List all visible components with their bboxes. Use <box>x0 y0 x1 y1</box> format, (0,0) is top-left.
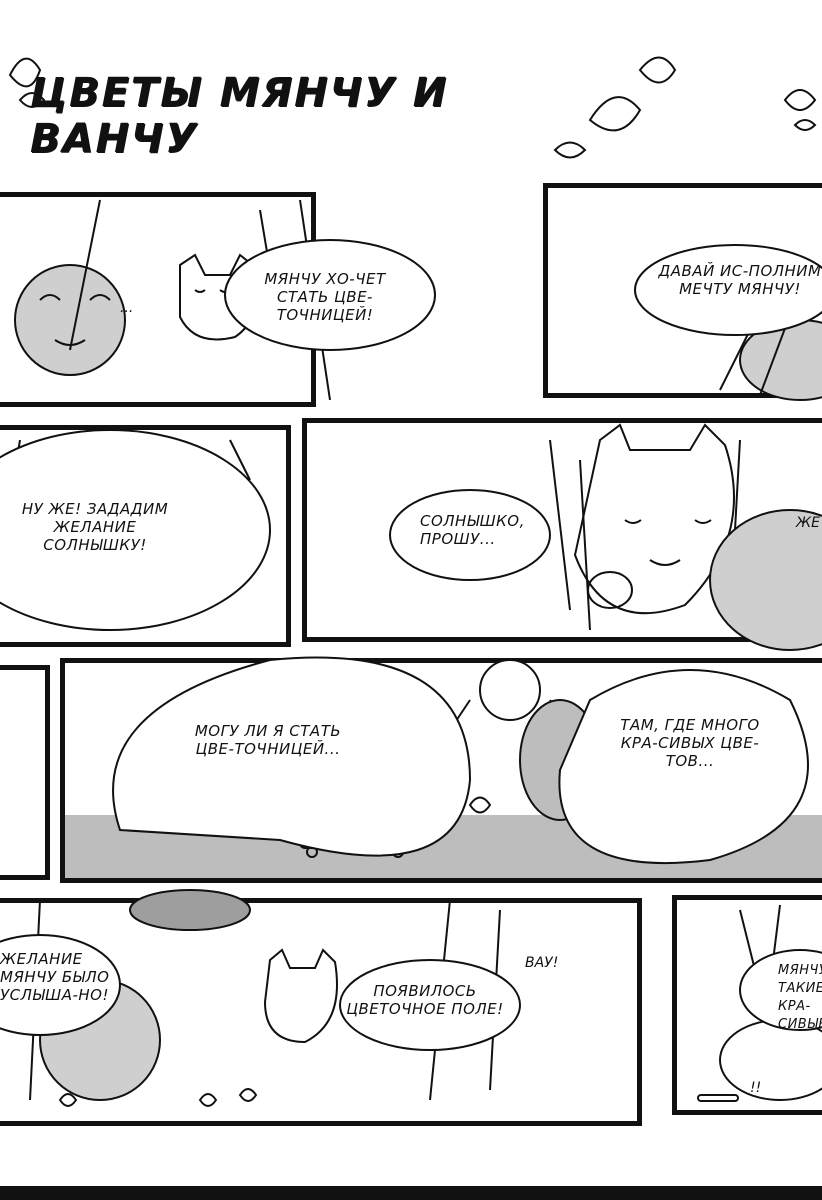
panel-1-speech: Мянчу хо-чет стать цве-точницей! <box>264 270 386 324</box>
cloud <box>129 889 251 931</box>
thought-bubble-right <box>558 669 809 864</box>
white-cat <box>263 948 338 1044</box>
panel-7-speech: Мянчу, такие кра-сивые! <box>778 963 822 1032</box>
panel-5 <box>0 665 50 880</box>
panel-1-sfx: ... <box>120 300 134 316</box>
panel-6-speech-left: Желание Мянчу было услыша-но! <box>0 950 110 1004</box>
panel-4-sfx: Же <box>796 515 820 531</box>
cat-face <box>573 423 735 615</box>
panel-7-sfx: !! <box>750 1080 762 1096</box>
title-decor <box>8 56 817 159</box>
panel-6-sfx: Вау! <box>525 955 559 971</box>
panel-3-speech: Ну же! Зададим желание солнышку! <box>21 500 169 554</box>
panel-5-speech-left: Могу ли я стать цве-точницей... <box>194 722 342 758</box>
page-bottom-bar <box>0 1186 822 1200</box>
panel-5-speech-right: Там, где много кра-сивых цве-тов... <box>620 716 760 770</box>
panel-2-speech: Давай ис-полним мечту Мянчу! <box>658 262 822 298</box>
panel-6-speech-mid: Появилось цветочное поле! <box>346 982 504 1018</box>
thought-bubble-left <box>112 656 472 857</box>
speech-bubble <box>224 239 436 351</box>
page-title: Цветы Мянчу и Ванчу <box>30 70 449 162</box>
panel-4-speech: Солнышко, прошу... <box>420 512 525 548</box>
flower-doodle-left <box>8 57 42 88</box>
gray-cat-body <box>14 264 126 376</box>
flower-doodle-right <box>588 96 642 132</box>
sun-doodle <box>479 659 541 721</box>
skateboard <box>697 1094 739 1102</box>
